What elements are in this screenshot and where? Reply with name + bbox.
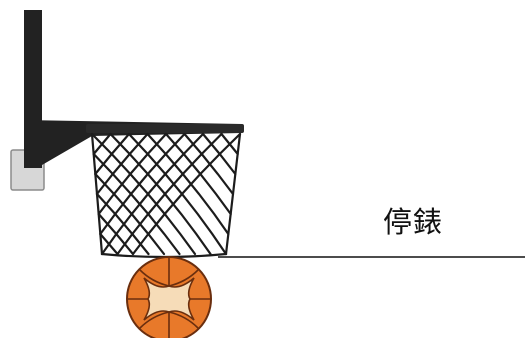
net-cord xyxy=(90,132,197,256)
hoop-net xyxy=(90,132,242,259)
net-cord xyxy=(164,132,232,216)
net-right-edge xyxy=(224,132,242,256)
net-cord xyxy=(109,132,212,256)
net-cord xyxy=(220,132,239,156)
stopwatch-label: 停錶 xyxy=(383,205,444,239)
net-left-edge xyxy=(90,132,104,256)
basketball xyxy=(126,256,212,338)
net-cord xyxy=(94,172,166,256)
net-cord xyxy=(99,232,119,256)
net-cord xyxy=(183,132,235,196)
net-cord xyxy=(95,192,150,256)
basketball-center-panel xyxy=(143,277,195,321)
basketball-seams xyxy=(127,257,211,338)
net-cord xyxy=(201,132,237,176)
net-cord xyxy=(146,132,230,236)
net-cord xyxy=(92,152,181,256)
hoop-rim xyxy=(86,124,244,133)
net-cord xyxy=(97,212,135,256)
net-cord xyxy=(127,132,228,256)
